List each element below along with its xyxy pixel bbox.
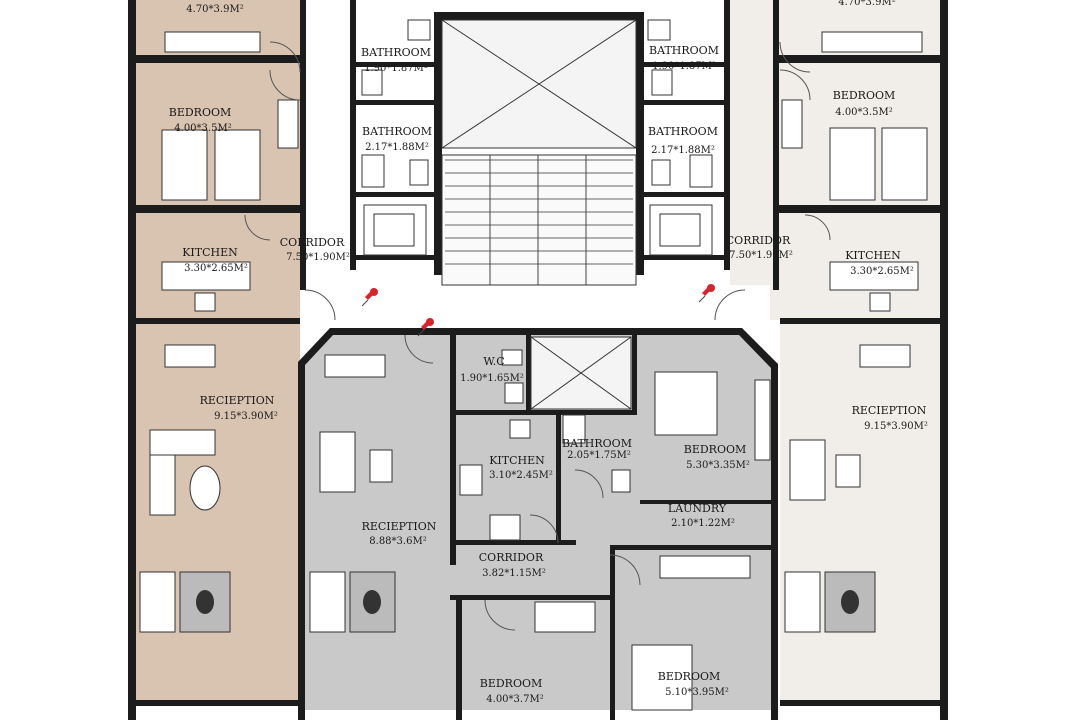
room-name-bath-c: BATHROOM	[562, 437, 632, 450]
room-dim-rec-c: 8.88*3.6M²	[369, 536, 426, 547]
room-dim-kit-c: 3.10*2.45M²	[489, 470, 553, 481]
room-name-bath-l2: BATHROOM	[362, 125, 432, 138]
room-dim-bed-r: 4.00*3.5M²	[835, 107, 892, 118]
door-marker-pin	[361, 288, 378, 307]
door-markers	[361, 284, 715, 337]
service-shaft	[530, 336, 632, 410]
room-name-bath-r1: BATHROOM	[649, 44, 719, 57]
room-name-bed-l: BEDROOM	[169, 106, 232, 119]
room-dim-bed-c1: 5.30*3.35M²	[686, 460, 750, 471]
room-dim-bath-r2: 2.17*1.88M²	[651, 145, 715, 156]
room-dim-cor-c: 3.82*1.15M²	[482, 568, 546, 579]
door-marker-pin	[698, 284, 715, 303]
room-name-bath-r2: BATHROOM	[648, 125, 718, 138]
room-dim-rec-l: 9.15*3.90M²	[214, 411, 278, 422]
room-dim-tr-top: 4.70*3.9M²	[838, 0, 895, 8]
room-name-kit-c: KITCHEN	[489, 454, 545, 467]
room-name-bed-c1: BEDROOM	[684, 443, 747, 456]
room-name-cor-r: CORRIDOR	[726, 234, 791, 247]
lobby-corridor	[300, 285, 770, 330]
staircase	[441, 154, 637, 286]
room-name-rec-r: RECIEPTION	[852, 404, 927, 417]
room-dim-cor-l: 7.50*1.90M²	[286, 252, 350, 263]
lift-left	[363, 204, 427, 256]
room-name-laundry: LAUNDRY	[668, 502, 727, 515]
room-name-kit-r: KITCHEN	[845, 249, 901, 262]
room-dim-kit-l: 3.30*2.65M²	[184, 263, 248, 274]
room-name-bath-l1: BATHROOM	[361, 46, 431, 59]
lift-right	[649, 204, 713, 256]
door-swings	[244, 41, 831, 631]
room-dim-bath-r1: 1.90*1.87M²	[652, 61, 716, 72]
room-name-rec-l: RECIEPTION	[200, 394, 275, 407]
room-dim-bath-c: 2.05*1.75M²	[567, 450, 631, 461]
walls	[128, 0, 948, 720]
room-dim-cor-r: 7.50*1.90M²	[729, 250, 793, 261]
room-dim-bath-l2: 2.17*1.88M²	[365, 142, 429, 153]
room-dim-laundry: 2.10*1.22M²	[671, 518, 735, 529]
room-name-bed-c2: BEDROOM	[480, 677, 543, 690]
room-name-bed-r: BEDROOM	[833, 89, 896, 102]
room-dim-wc: 1.90*1.65M²	[460, 373, 524, 384]
room-dim-bath-l1: 1.90*1.87M²	[364, 63, 428, 74]
room-dim-bed-c3: 5.10*3.95M²	[665, 687, 729, 698]
room-dim-bed-l: 4.00*3.5M²	[174, 123, 231, 134]
room-name-rec-c: RECIEPTION	[362, 520, 437, 533]
room-dim-bed-c2: 4.00*3.7M²	[486, 694, 543, 705]
elevator-shaft	[441, 19, 637, 149]
room-name-bed-c3: BEDROOM	[658, 670, 721, 683]
room-name-cor-l: CORRIDOR	[280, 236, 345, 249]
room-dim-kit-r: 3.30*2.65M²	[850, 266, 914, 277]
room-name-cor-c: CORRIDOR	[479, 551, 544, 564]
room-dim-rec-r: 9.15*3.90M²	[864, 421, 928, 432]
room-labels: 4.70*3.9M² 4.70*3.9M² BATHROOM 1.90*1.87…	[169, 0, 928, 705]
room-dim-tl-top: 4.70*3.9M²	[186, 4, 243, 15]
door-marker-pin	[417, 318, 434, 337]
furniture	[139, 19, 928, 711]
room-name-kit-l: KITCHEN	[182, 246, 238, 259]
room-name-wc: W.C	[483, 355, 504, 368]
